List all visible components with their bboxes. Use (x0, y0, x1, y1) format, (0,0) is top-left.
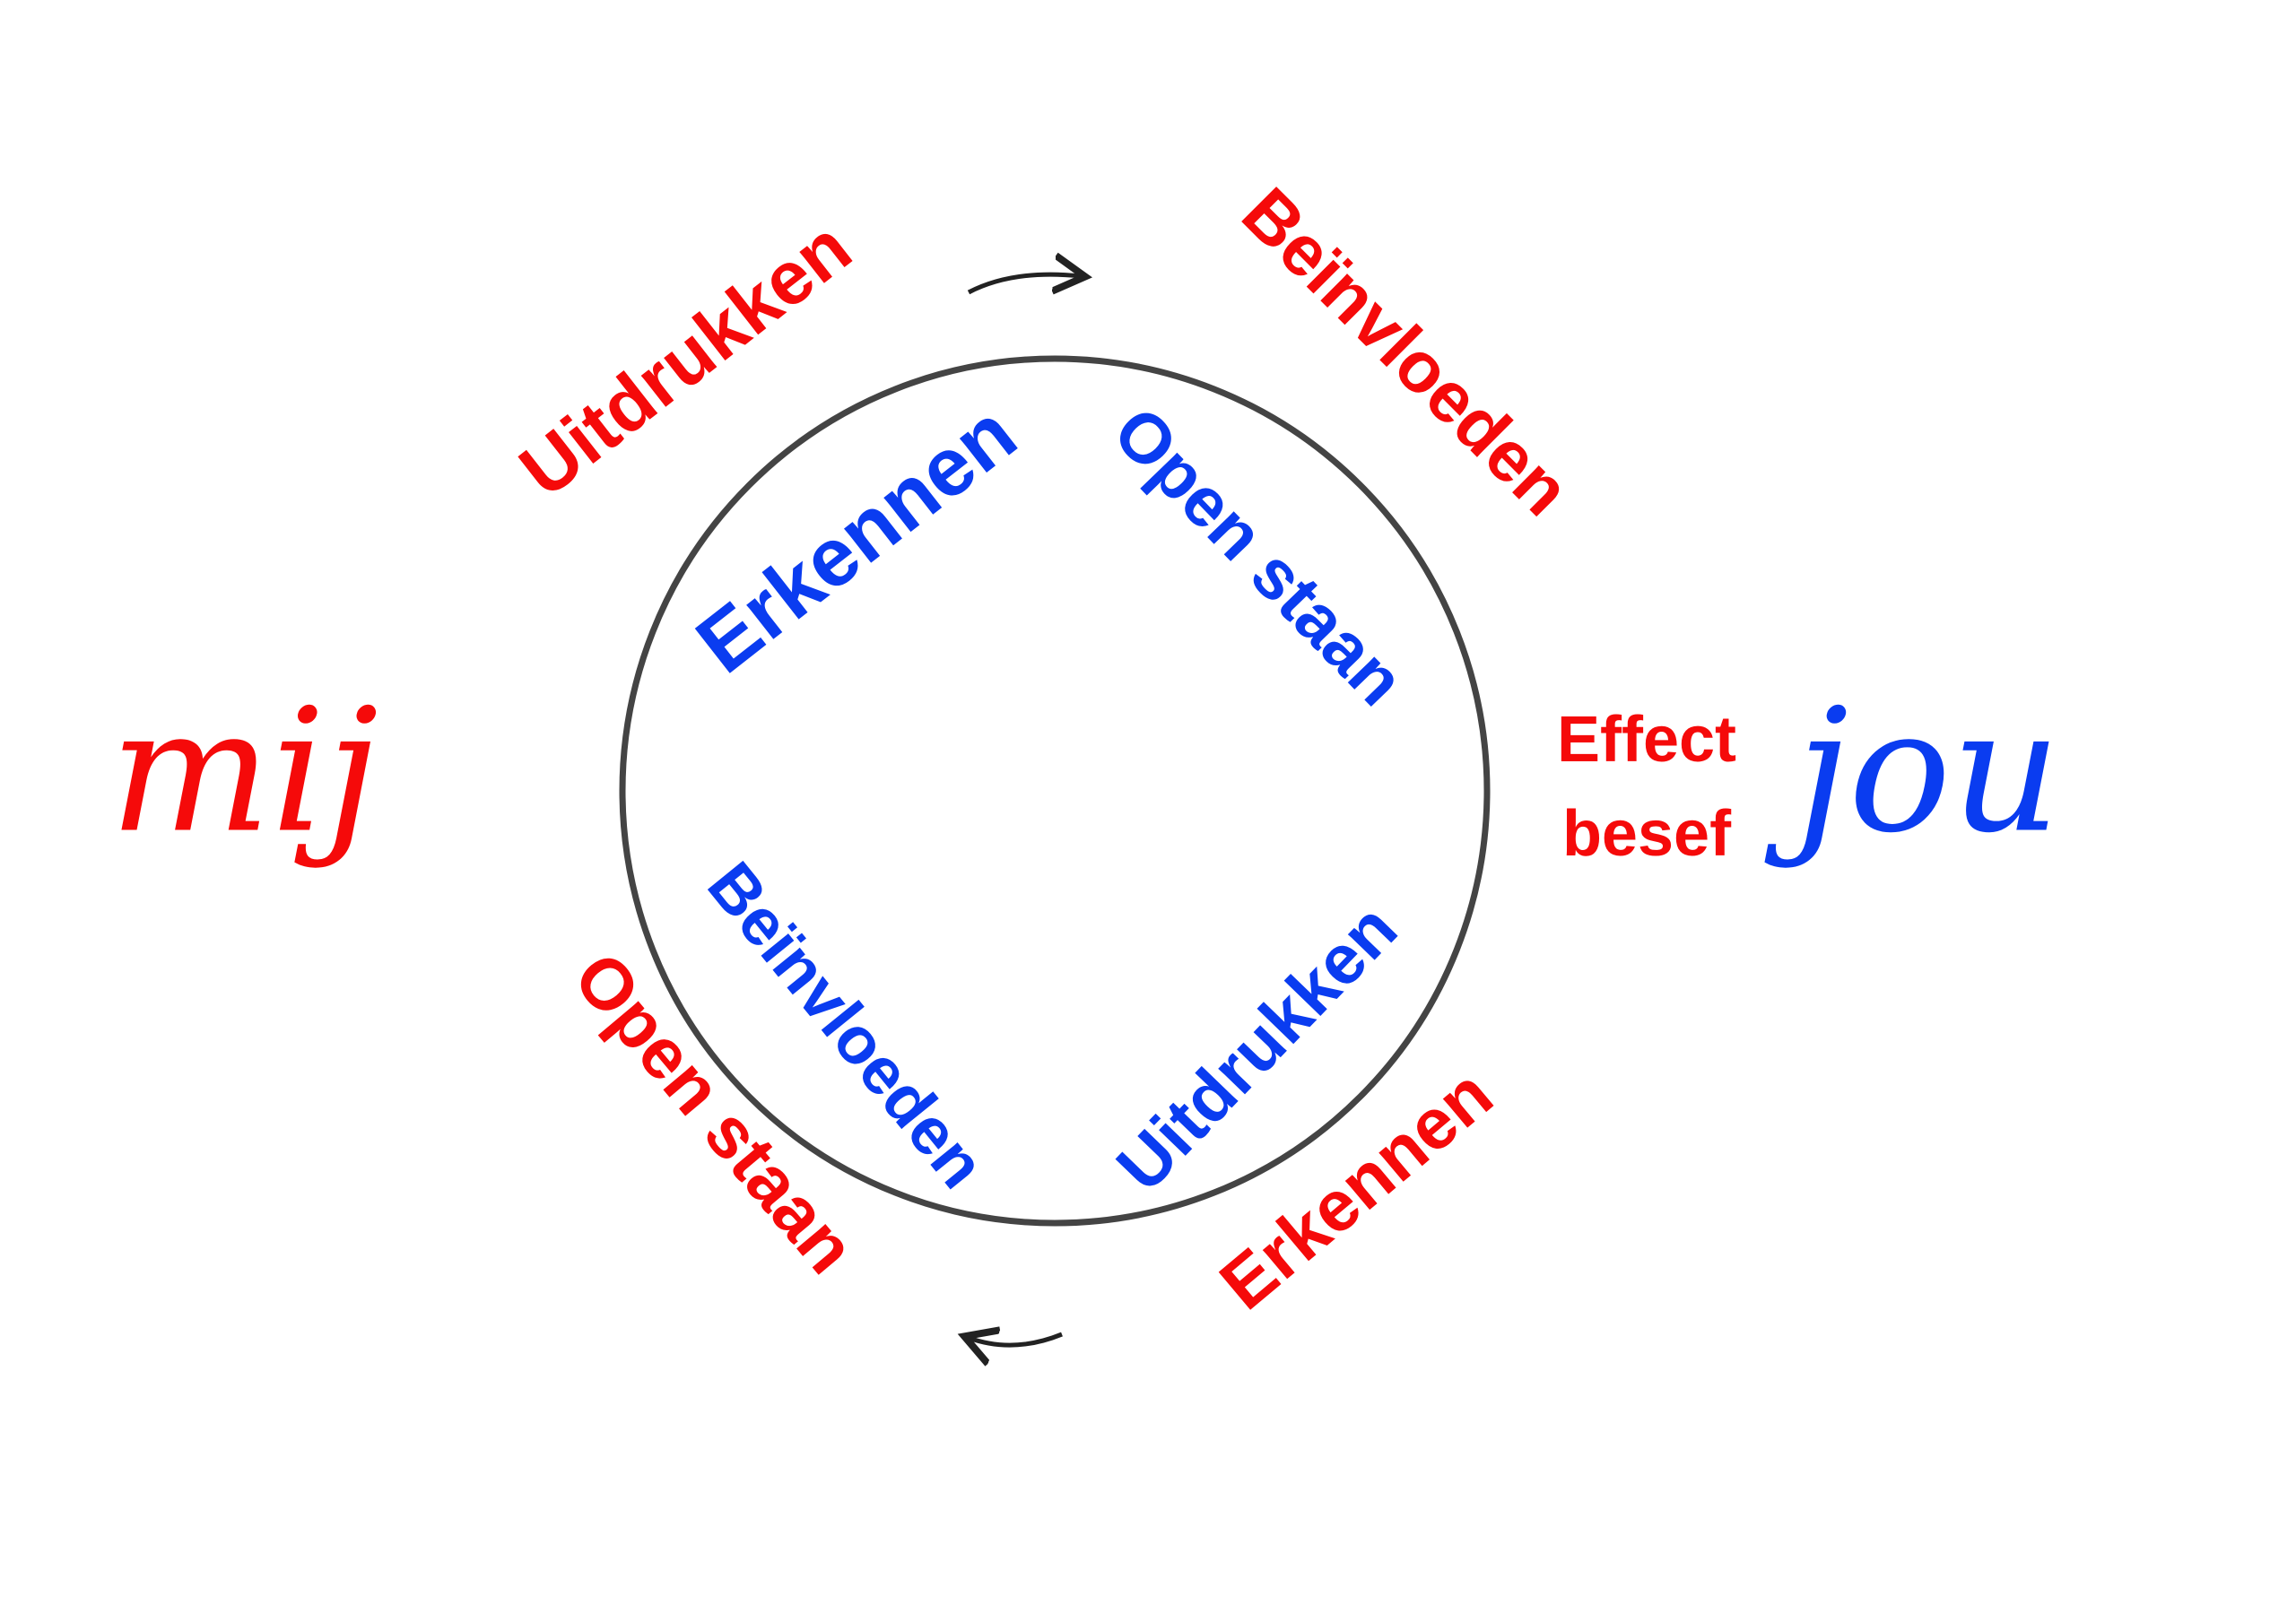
label-uitdrukken-red: Uitdrukken (504, 204, 866, 513)
label-besef: besef (1562, 798, 1732, 870)
label-mij: mij (109, 673, 378, 871)
label-beinvloeden-red: Beïnvloeden (1227, 172, 1585, 530)
arrow-bottom-clockwise-icon (969, 1334, 1063, 1345)
label-erkennen-blue: Erkennen (680, 387, 1032, 691)
label-open-staan-blue: Open staan (1099, 392, 1420, 721)
cycle-circle (619, 355, 1491, 1227)
arrow-top-clockwise-icon (967, 274, 1081, 292)
label-effect: Effect (1557, 704, 1736, 776)
label-jou: jou (1764, 673, 2061, 871)
